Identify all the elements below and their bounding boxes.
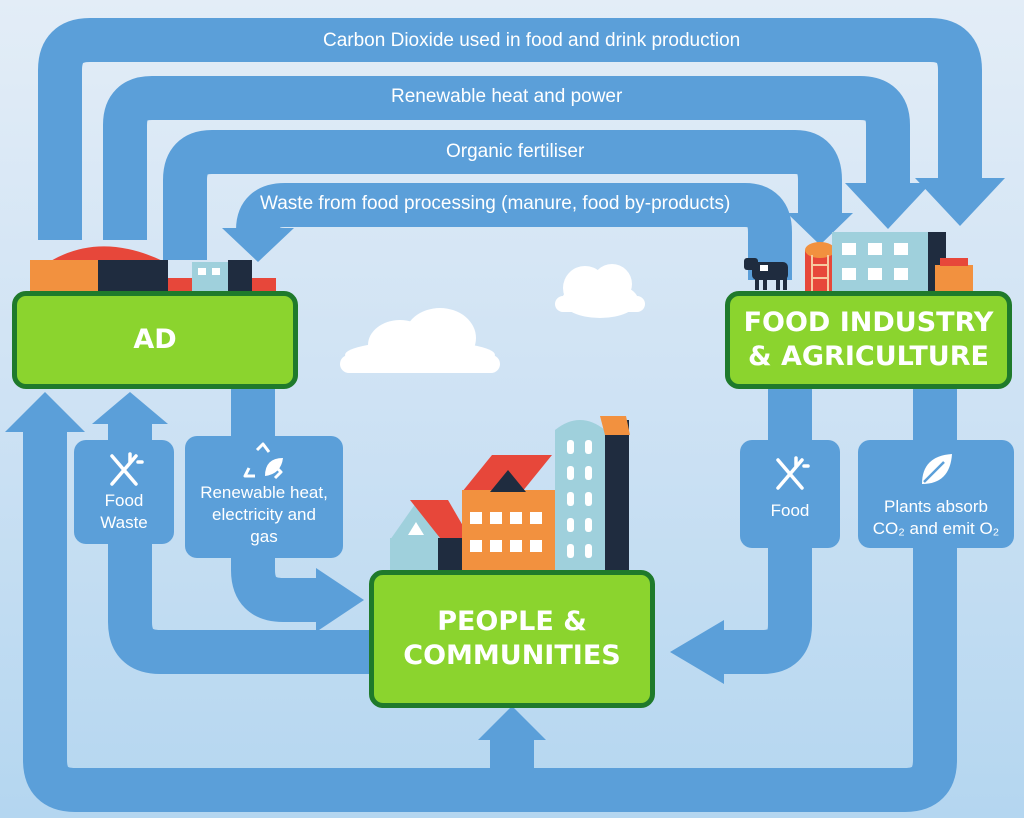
fork-knife-icon xyxy=(776,456,810,490)
people-to-ad-arrow xyxy=(108,420,370,674)
factory-icon xyxy=(805,232,973,292)
waste-flow-arrow xyxy=(236,183,792,280)
renewable-line1: Renewable heat, xyxy=(200,483,328,502)
bottom-loop-arrowhead xyxy=(5,392,85,432)
houses-icon xyxy=(390,416,630,570)
food-card: Food xyxy=(740,440,840,548)
cloud-icon xyxy=(555,264,645,318)
people-node: PEOPLE & COMMUNITIES xyxy=(369,570,655,708)
plants-card: Plants absorb CO₂ and emit O₂ xyxy=(858,440,1014,548)
heat-flow-label: Renewable heat and power xyxy=(391,86,623,107)
waste-arrowhead xyxy=(222,228,294,262)
food-to-people-arrowhead xyxy=(670,620,724,684)
people-line2: COMMUNITIES xyxy=(403,640,621,671)
food-waste-line2: Waste xyxy=(100,513,148,533)
co2-arrowhead xyxy=(915,178,1005,226)
ad-to-people-arrow xyxy=(231,385,320,622)
food-industry-line1: FOOD INDUSTRY xyxy=(743,307,994,339)
waste-flow-label: Waste from food processing (manure, food… xyxy=(260,193,731,214)
food-industry-line2: & AGRICULTURE xyxy=(748,341,989,372)
heat-arrowhead xyxy=(845,183,931,229)
renewable-line2: electricity and xyxy=(212,505,316,525)
food-waste-line1: Food xyxy=(104,491,144,510)
leaf-icon xyxy=(922,454,952,484)
fertiliser-arrowhead xyxy=(787,213,853,245)
plants-line2: CO₂ and emit O₂ xyxy=(872,519,1000,539)
co2-flow-label: Carbon Dioxide used in food and drink pr… xyxy=(323,30,741,51)
ad-node: AD xyxy=(12,291,298,389)
heat-flow-arrow xyxy=(103,76,910,240)
plants-line1: Plants absorb xyxy=(884,497,988,516)
fertiliser-flow-arrow xyxy=(163,130,842,260)
recycle-leaf-icon xyxy=(243,442,283,480)
ad-node-label: AD xyxy=(133,324,177,356)
cow-icon xyxy=(744,258,788,290)
fertiliser-flow-label: Organic fertiliser xyxy=(446,141,585,162)
co2-flow-arrow xyxy=(38,18,982,240)
people-line1: PEOPLE & xyxy=(437,606,587,638)
food-to-people-arrow xyxy=(720,385,812,674)
renewable-line3: gas xyxy=(250,527,278,547)
renewable-energy-card: Renewable heat, electricity and gas xyxy=(185,436,343,558)
food-industry-node: FOOD INDUSTRY & AGRICULTURE xyxy=(725,291,1012,389)
fork-knife-icon xyxy=(110,452,144,486)
ad-to-people-arrowhead xyxy=(316,568,364,632)
cloud-icon xyxy=(340,308,500,373)
food-card-label: Food xyxy=(770,501,810,520)
food-waste-card: Food Waste xyxy=(74,440,174,544)
people-to-ad-arrowhead xyxy=(92,392,168,424)
bottom-to-people-arrowhead xyxy=(478,706,546,740)
